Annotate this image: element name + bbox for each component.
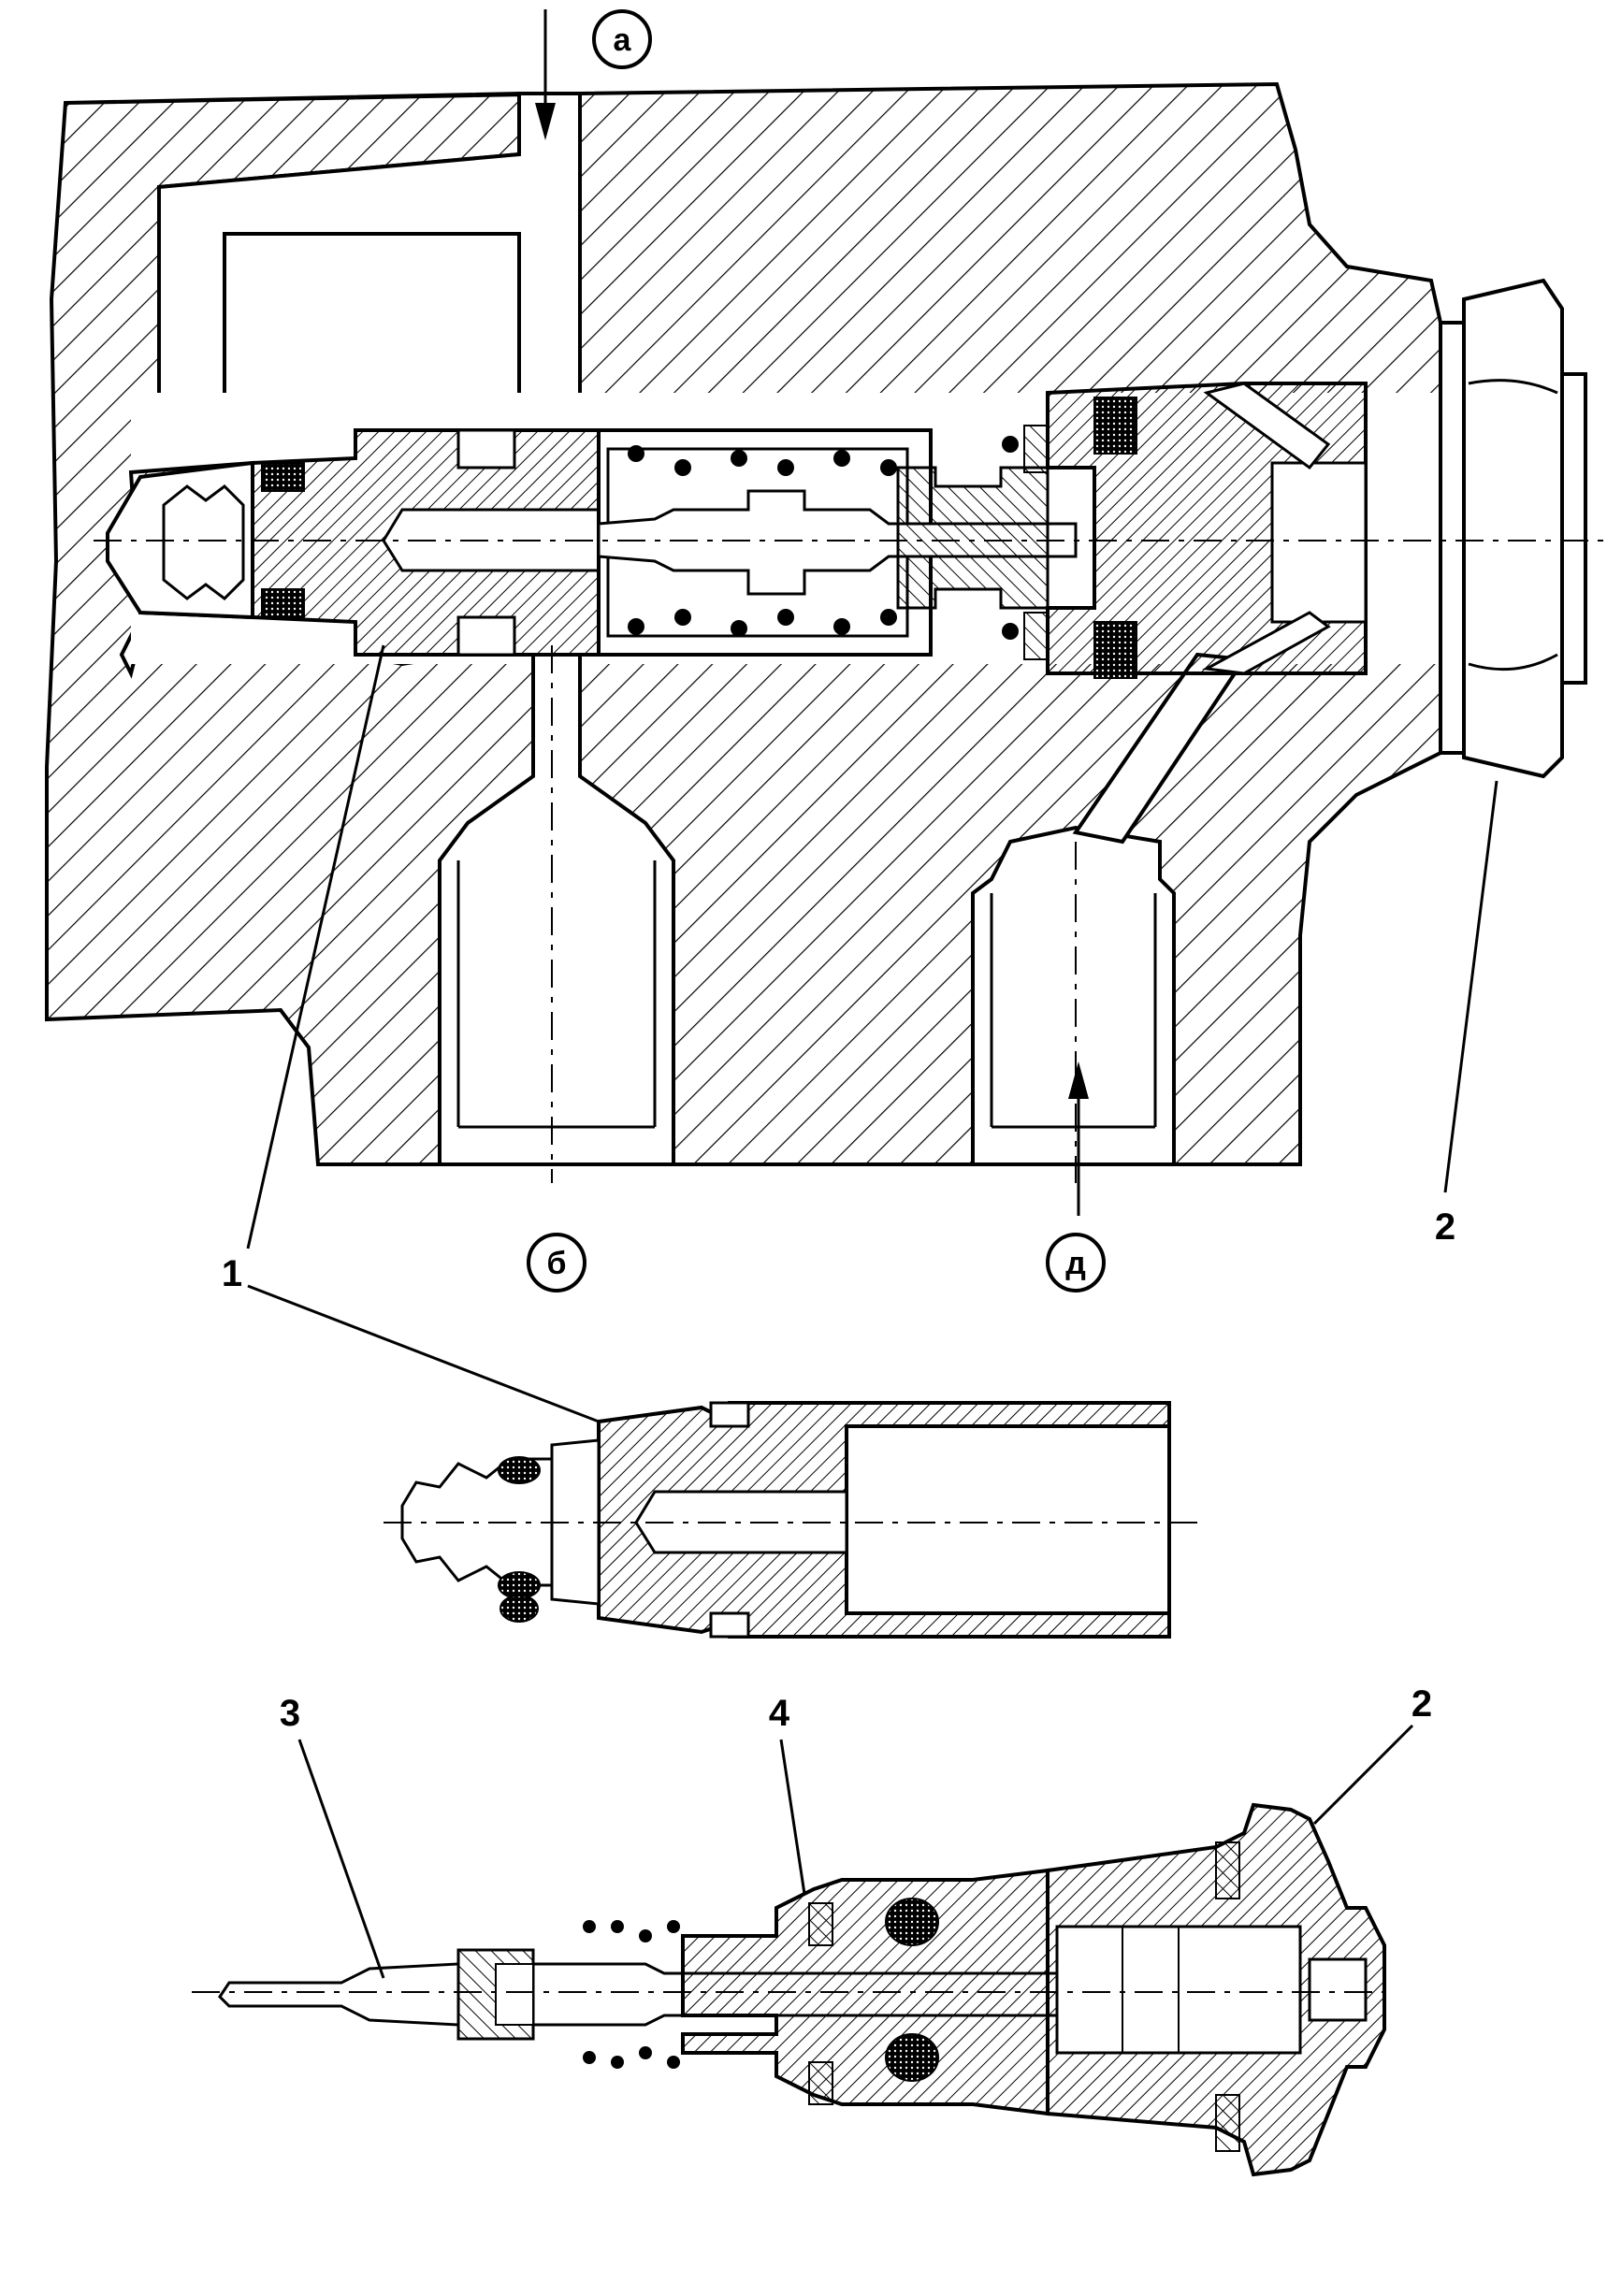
port-b-callout: б [527, 1233, 586, 1292]
spring-coils-top [628, 436, 1019, 476]
part-2-bottom-label: 2 [1412, 1683, 1432, 1725]
part-1-label: 1 [222, 1253, 242, 1294]
cartridge-detail [192, 1802, 1386, 2177]
spring-coils-bottom [628, 609, 1019, 640]
port-b-label: б [546, 1246, 566, 1281]
flow-arrow-a [535, 9, 556, 140]
centerlines-top [94, 540, 1607, 1183]
plug-installed [1023, 382, 1368, 679]
part-3-label: 3 [280, 1693, 300, 1734]
part-2-top-label: 2 [1435, 1206, 1455, 1248]
port-a-label: а [614, 22, 632, 58]
lock-nut [1439, 278, 1587, 779]
valve-body-detail [384, 1401, 1207, 1639]
part-4-label: 4 [769, 1693, 790, 1734]
port-d-bore [971, 825, 1176, 1166]
channel-a [157, 92, 582, 488]
needle-installed [597, 489, 1078, 596]
port-a-callout: а [592, 9, 652, 69]
port-d-label: д [1065, 1246, 1086, 1281]
port-b-bore [438, 653, 675, 1166]
flow-arrow-d [1068, 1061, 1089, 1216]
cartridge-installed [597, 428, 1078, 657]
port-d-callout: д [1046, 1233, 1106, 1292]
